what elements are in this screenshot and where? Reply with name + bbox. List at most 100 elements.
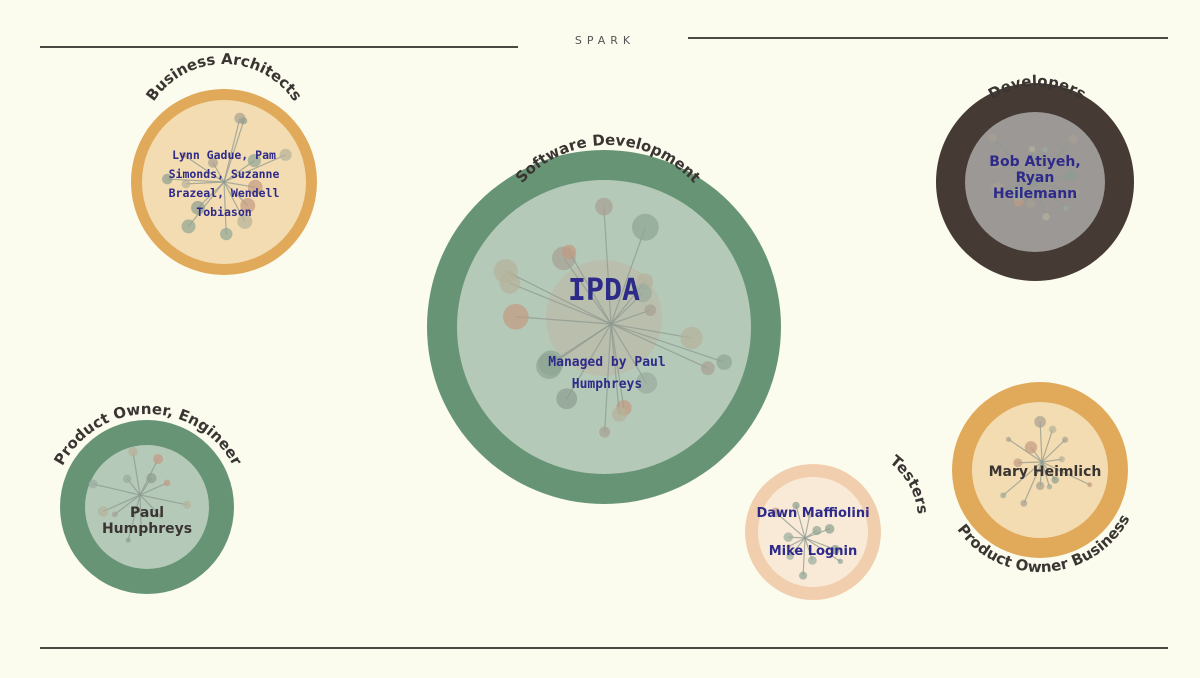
network-edge [610, 323, 692, 339]
network-node [240, 117, 248, 125]
network-node [556, 388, 578, 410]
network-node [1061, 436, 1069, 443]
network-node [611, 406, 627, 422]
network-edge [992, 137, 1036, 183]
network-edge [223, 154, 286, 183]
developers-members: Bob Atiyeh, Ryan Heilemann [965, 154, 1105, 202]
network-node [1068, 134, 1078, 144]
network-node [830, 544, 840, 555]
network-node [633, 283, 652, 303]
network-node [1063, 205, 1069, 212]
network-node [631, 213, 659, 241]
network-edge [139, 494, 188, 506]
network-node [716, 354, 732, 370]
network-edge [610, 323, 725, 363]
network-graphic [493, 197, 732, 438]
network-graphic [988, 133, 1080, 221]
network-edge [568, 251, 612, 325]
network-node [1087, 482, 1093, 488]
network-node [158, 513, 163, 519]
network-node [88, 479, 98, 489]
product-owner-business-member: Mary Heimlich [988, 464, 1102, 480]
product-owner-engineer-members: Paul Humphreys [87, 505, 207, 537]
network-edge [1041, 429, 1054, 463]
network-graphic [1000, 416, 1093, 507]
network-node [162, 173, 173, 185]
product-owner-business-group: Product Owner Business [952, 382, 1133, 576]
network-node [562, 244, 577, 260]
network-edge [804, 515, 811, 539]
network-node [1024, 441, 1038, 454]
network-edge [610, 323, 709, 369]
network-edge [610, 323, 620, 415]
network-node [824, 524, 835, 534]
member-line: Humphreys [101, 521, 193, 537]
network-node [1034, 416, 1046, 428]
network-edge [139, 494, 161, 517]
header-rule-right [688, 37, 1168, 39]
network-node [138, 524, 144, 530]
network-edge [563, 257, 612, 325]
software-development-inner [457, 180, 751, 474]
member-line: Tobiason [196, 205, 252, 219]
network-node [1046, 484, 1053, 490]
central-subtitle-line: Humphreys [571, 377, 643, 392]
network-edge [610, 323, 625, 409]
network-edge [789, 537, 806, 557]
network-edge [1041, 461, 1090, 486]
network-edge [1023, 461, 1043, 504]
network-edge [1034, 181, 1077, 194]
testers-group: Testers [745, 452, 932, 600]
network-node [97, 506, 109, 517]
network-node [220, 227, 233, 241]
network-edge [1008, 438, 1043, 463]
network-edge [610, 309, 651, 325]
network-edge [515, 316, 612, 325]
network-node [125, 537, 131, 543]
network-node [163, 479, 171, 487]
network-edge [1041, 458, 1062, 463]
network-node [595, 197, 613, 216]
network-edge [223, 120, 245, 183]
member-line: Lynn Gadue, Pam [172, 148, 276, 162]
network-node [182, 500, 191, 509]
header-rule-left [40, 46, 518, 48]
network-node [1042, 212, 1050, 221]
network-edge [604, 323, 612, 433]
network-node [1028, 146, 1036, 153]
network-edge [132, 451, 141, 496]
network-node [181, 219, 196, 234]
network-node [180, 152, 187, 158]
testers-arc-label: Testers [887, 452, 932, 515]
network-edge [185, 181, 225, 185]
network-edge [505, 270, 612, 325]
network-edge [139, 482, 168, 496]
software-development-group: Software Development [427, 131, 781, 504]
network-edge [1041, 439, 1066, 463]
network-node [700, 361, 715, 376]
business-architects-members: Lynn Gadue, Pam Simonds, Suzanne Brazeal… [139, 146, 309, 222]
network-node [1042, 146, 1048, 153]
network-node [991, 182, 1005, 196]
network-node [786, 552, 794, 560]
network-node [644, 304, 657, 316]
network-node [153, 454, 164, 465]
network-edge [996, 162, 1036, 183]
network-node [1005, 436, 1012, 442]
network-node [247, 179, 263, 195]
network-node [237, 214, 253, 230]
network-node [786, 544, 791, 549]
network-edge [223, 118, 241, 183]
network-edge [183, 154, 225, 183]
product-owner-business-inner [972, 402, 1108, 538]
network-edge [804, 537, 836, 551]
member-line: Ryan [1015, 170, 1055, 186]
network-node [191, 200, 205, 215]
network-node [1058, 456, 1065, 463]
central-title: IPDA [567, 273, 641, 308]
network-node [1048, 425, 1057, 434]
network-node [837, 558, 844, 565]
network-node [1011, 187, 1025, 201]
network-node [181, 179, 191, 189]
network-node [1064, 169, 1077, 182]
